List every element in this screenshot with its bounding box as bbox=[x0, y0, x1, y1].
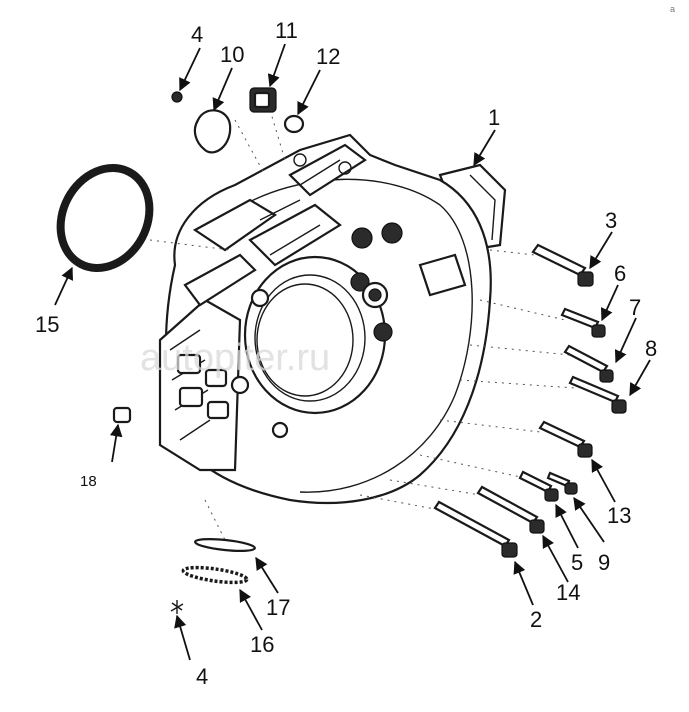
callout-18: 18 bbox=[80, 473, 97, 490]
callout-2: 2 bbox=[530, 607, 542, 632]
bolt-14 bbox=[476, 485, 545, 534]
callout-7: 7 bbox=[629, 295, 641, 320]
callout-12: 12 bbox=[316, 44, 340, 69]
seal-17 bbox=[194, 538, 256, 552]
bolt-5 bbox=[518, 470, 559, 502]
bolt-7 bbox=[563, 344, 614, 383]
leader-lines bbox=[54, 43, 651, 661]
callout-3: 3 bbox=[605, 208, 617, 233]
plug-18 bbox=[112, 406, 132, 424]
callout-17: 17 bbox=[266, 595, 290, 620]
seal-16 bbox=[181, 565, 249, 585]
callout-1: 1 bbox=[488, 105, 500, 130]
callout-4-bottom: 4 bbox=[196, 664, 208, 689]
seal-ring-15 bbox=[56, 164, 154, 272]
bolt-8 bbox=[568, 375, 627, 414]
bolt-6 bbox=[560, 307, 606, 338]
plug-4-top bbox=[171, 91, 183, 103]
callout-4-top: 4 bbox=[191, 22, 203, 47]
callout-14: 14 bbox=[556, 580, 580, 605]
gasket-10 bbox=[193, 109, 232, 154]
callout-labels: 1 2 3 4 4 5 6 7 8 9 10 11 12 13 14 15 16… bbox=[35, 18, 657, 689]
callout-15: 15 bbox=[35, 312, 59, 337]
callout-6: 6 bbox=[614, 261, 626, 286]
alignment-lines bbox=[149, 109, 576, 541]
bolt-9 bbox=[546, 471, 578, 495]
flywheel-housing bbox=[158, 133, 507, 505]
watermark: autopiter.ru bbox=[140, 337, 330, 379]
washer-12 bbox=[283, 114, 305, 134]
bolt-3 bbox=[531, 243, 594, 287]
callout-11: 11 bbox=[275, 18, 298, 43]
bolt-2 bbox=[433, 500, 518, 558]
plug-4-bottom bbox=[170, 600, 184, 614]
callout-10: 10 bbox=[220, 42, 244, 67]
callout-13: 13 bbox=[607, 503, 631, 528]
callout-5: 5 bbox=[571, 550, 583, 575]
corner-mark: a bbox=[670, 4, 675, 14]
callout-16: 16 bbox=[250, 632, 274, 657]
callout-8: 8 bbox=[645, 336, 657, 361]
bolt-13 bbox=[538, 420, 593, 458]
callout-9: 9 bbox=[598, 550, 610, 575]
plug-11 bbox=[249, 87, 277, 113]
